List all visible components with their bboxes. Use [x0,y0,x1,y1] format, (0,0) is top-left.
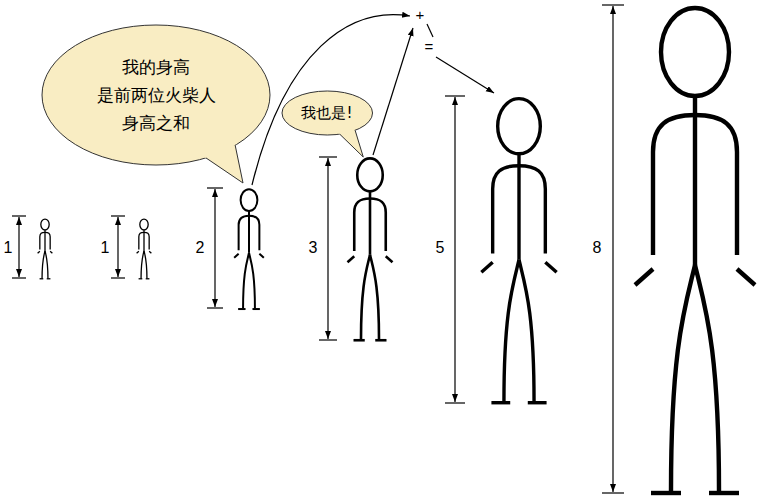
dimension-tick [602,492,624,493]
bubble-text: 我的身高 是前两位火柴人 身高之和 [86,53,226,137]
dimension-line [327,158,328,339]
dimension-number: = [425,38,434,55]
dimension-tick [445,95,465,96]
sum-arrow [252,15,410,185]
speech-bubble: 我的身高 是前两位火柴人 身高之和 [41,24,271,166]
dimension-number: + [416,6,425,23]
dimension-line [612,6,613,492]
bubble-ellipse [42,25,270,165]
stick-figure [635,8,755,493]
dimension-tick [319,339,337,340]
sum-arrow [373,28,413,155]
dimension-number: 1 [101,239,110,257]
dimension-tick [602,4,624,5]
bubble-tail-fill [156,137,243,183]
dimension-number: 2 [196,239,205,257]
dimension-line [214,189,215,307]
dimension-line [117,217,118,277]
dimension-line [454,97,455,402]
stick-figure [38,219,53,279]
stick-figure [481,99,556,403]
bubble-ellipse [282,91,373,135]
dimension-tick [111,215,125,216]
dimension-tick [12,277,26,278]
stick-figure [137,219,152,279]
dimension-number: 5 [436,239,445,257]
bubble-text: 我也是! [301,103,352,123]
dimension-tick [445,402,465,403]
dimension-tick [12,215,26,216]
dimension-number: 1 [4,239,13,257]
speech-bubble: 我也是! [281,90,374,136]
bubble-tail [339,130,363,157]
dimension-tick [111,277,125,278]
bubble-tail [206,145,243,183]
result-arrow [436,57,494,93]
dimension-tick [319,156,337,157]
bubble-tail-fill [327,126,363,157]
dimension-tick [207,187,223,188]
stick-figure [234,189,264,309]
sum-link [427,24,433,37]
dimension-number: 8 [593,239,602,257]
stick-figure [348,158,393,340]
dimension-line [18,217,19,277]
dimension-tick [207,307,223,308]
dimension-number: 3 [309,239,318,257]
